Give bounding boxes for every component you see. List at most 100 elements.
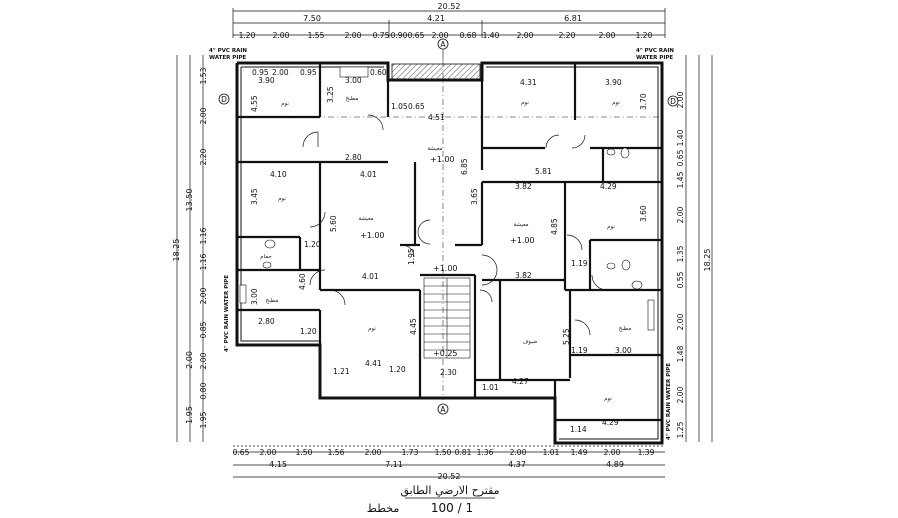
svg-text:1.01: 1.01 xyxy=(482,383,499,392)
svg-text:2.00: 2.00 xyxy=(517,31,534,40)
svg-text:4.27: 4.27 xyxy=(512,377,529,386)
svg-text:2.00: 2.00 xyxy=(365,448,382,457)
svg-text:2.00: 2.00 xyxy=(199,107,208,124)
svg-text:WATER PIPE: WATER PIPE xyxy=(209,55,246,61)
left-dimension-chains xyxy=(176,55,204,442)
svg-text:3.70: 3.70 xyxy=(639,93,648,110)
svg-text:3.60: 3.60 xyxy=(639,205,648,222)
svg-text:2.00: 2.00 xyxy=(199,287,208,304)
bottom-dimension-chains xyxy=(233,445,665,478)
svg-text:2.00: 2.00 xyxy=(676,91,685,108)
svg-text:0.65: 0.65 xyxy=(676,149,685,166)
svg-text:2.00: 2.00 xyxy=(345,31,362,40)
room-bedroom-5: نوم xyxy=(612,100,620,106)
svg-text:3.90: 3.90 xyxy=(258,76,275,85)
svg-text:2.00: 2.00 xyxy=(676,313,685,330)
svg-text:3.00: 3.00 xyxy=(615,346,632,355)
svg-text:1.01: 1.01 xyxy=(543,448,560,457)
room-labels: نوم مطبخ نوم معيشة حمام مطبخ نوم معيشة ن… xyxy=(260,96,631,402)
svg-text:1.49: 1.49 xyxy=(571,448,588,457)
bottom-seg-3: 4.37 xyxy=(508,460,526,469)
bathroom-fixtures xyxy=(239,66,655,331)
svg-text:0.55: 0.55 xyxy=(676,271,685,288)
svg-text:2.20: 2.20 xyxy=(199,148,208,165)
room-kitchen-2: مطبخ xyxy=(266,298,279,304)
svg-text:1.39: 1.39 xyxy=(638,448,655,457)
svg-text:2.00: 2.00 xyxy=(676,386,685,403)
room-bedroom-2: نوم xyxy=(278,196,286,202)
svg-text:A: A xyxy=(440,40,446,49)
svg-text:2.00: 2.00 xyxy=(432,31,449,40)
room-kitchen-3: مطبخ xyxy=(619,326,632,332)
level-mark-3: +1.00 xyxy=(510,236,535,245)
bottom-detail-dims: 0.65 2.00 1.50 1.56 2.00 1.73 1.50 0.81 … xyxy=(233,448,655,457)
axis-marker-right: D xyxy=(667,95,679,107)
svg-text:2.00: 2.00 xyxy=(273,31,290,40)
room-bedroom-7: نوم xyxy=(604,396,612,402)
pipe-note-top-right: 4" PVC RAIN WATER PIPE xyxy=(636,48,674,61)
svg-text:A: A xyxy=(440,405,446,414)
drawing-title: مقترح الارضي الطابق xyxy=(400,484,499,498)
svg-text:3.90: 3.90 xyxy=(605,78,622,87)
section-marker-top: A xyxy=(437,38,449,60)
left-seg-1: 13.50 xyxy=(185,189,194,212)
svg-text:1.53: 1.53 xyxy=(199,67,208,84)
room-guest: ضيوف xyxy=(523,339,538,345)
svg-text:1.95: 1.95 xyxy=(407,248,416,265)
room-living-1: معيشة xyxy=(358,216,373,222)
svg-text:2.00: 2.00 xyxy=(272,68,289,77)
svg-text:0.90: 0.90 xyxy=(391,31,408,40)
drawing-scale: 100 / 1 xyxy=(431,501,473,515)
svg-text:0.80: 0.80 xyxy=(199,382,208,399)
top-seg-1: 7.50 xyxy=(303,14,321,23)
svg-text:1.20: 1.20 xyxy=(636,31,653,40)
bottom-overall-dim: 20.52 xyxy=(438,472,461,481)
svg-text:1.14: 1.14 xyxy=(570,425,587,434)
level-mark-2: +1.00 xyxy=(360,231,385,240)
room-bedroom-4: نوم xyxy=(521,100,529,106)
top-seg-3: 6.81 xyxy=(564,14,582,23)
svg-text:1.55: 1.55 xyxy=(308,31,325,40)
svg-text:0.65: 0.65 xyxy=(233,448,250,457)
room-living-2: معيشة xyxy=(427,146,442,152)
svg-text:1.19: 1.19 xyxy=(571,259,588,268)
svg-text:2.80: 2.80 xyxy=(345,153,362,162)
svg-text:1.19: 1.19 xyxy=(571,346,588,355)
left-overall-dim: 18.25 xyxy=(172,239,181,262)
right-detail-dims: 2.00 1.40 0.65 1.45 2.00 1.35 0.55 2.00 … xyxy=(676,91,685,438)
interior-walls xyxy=(237,63,662,422)
svg-text:4.45: 4.45 xyxy=(409,318,418,335)
svg-text:2.80: 2.80 xyxy=(258,317,275,326)
svg-text:4.85: 4.85 xyxy=(550,218,559,235)
inner-dimensions: 0.95 2.00 0.95 0.60 3.90 3.00 3.25 4.55 … xyxy=(250,68,648,434)
svg-text:2.00: 2.00 xyxy=(510,448,527,457)
door-swings xyxy=(302,114,608,336)
room-bedroom-6: نوم xyxy=(607,224,615,230)
svg-text:1.21: 1.21 xyxy=(333,367,350,376)
svg-text:4.51: 4.51 xyxy=(428,113,445,122)
svg-text:0.60: 0.60 xyxy=(370,68,387,77)
svg-text:1.20: 1.20 xyxy=(300,327,317,336)
svg-text:0.95: 0.95 xyxy=(252,68,269,77)
room-bath-1: حمام xyxy=(260,254,272,260)
svg-text:4.01: 4.01 xyxy=(362,272,379,281)
left-seg-2: 2.00 xyxy=(185,351,194,369)
left-seg-3: 1.95 xyxy=(185,406,194,424)
svg-text:3.82: 3.82 xyxy=(515,271,532,280)
svg-text:1.20: 1.20 xyxy=(304,240,321,249)
pipe-note-left: 4" PVC RAIN WATER PIPE xyxy=(224,275,230,352)
svg-text:WATER PIPE: WATER PIPE xyxy=(636,55,673,61)
svg-text:3.82: 3.82 xyxy=(515,182,532,191)
room-living-3: معيشة xyxy=(513,222,528,228)
top-overall-dim: 20.52 xyxy=(438,2,461,11)
level-marks: +1.00 +1.00 +1.00 +1.00 +0.25 xyxy=(360,155,535,358)
axis-marker-left: D xyxy=(218,93,230,105)
svg-text:1.20: 1.20 xyxy=(389,365,406,374)
svg-text:1.50: 1.50 xyxy=(435,448,452,457)
svg-text:5.81: 5.81 xyxy=(535,167,552,176)
svg-text:0.81: 0.81 xyxy=(455,448,472,457)
stairs xyxy=(423,277,471,359)
svg-text:1.40: 1.40 xyxy=(483,31,500,40)
svg-text:D: D xyxy=(221,95,227,104)
